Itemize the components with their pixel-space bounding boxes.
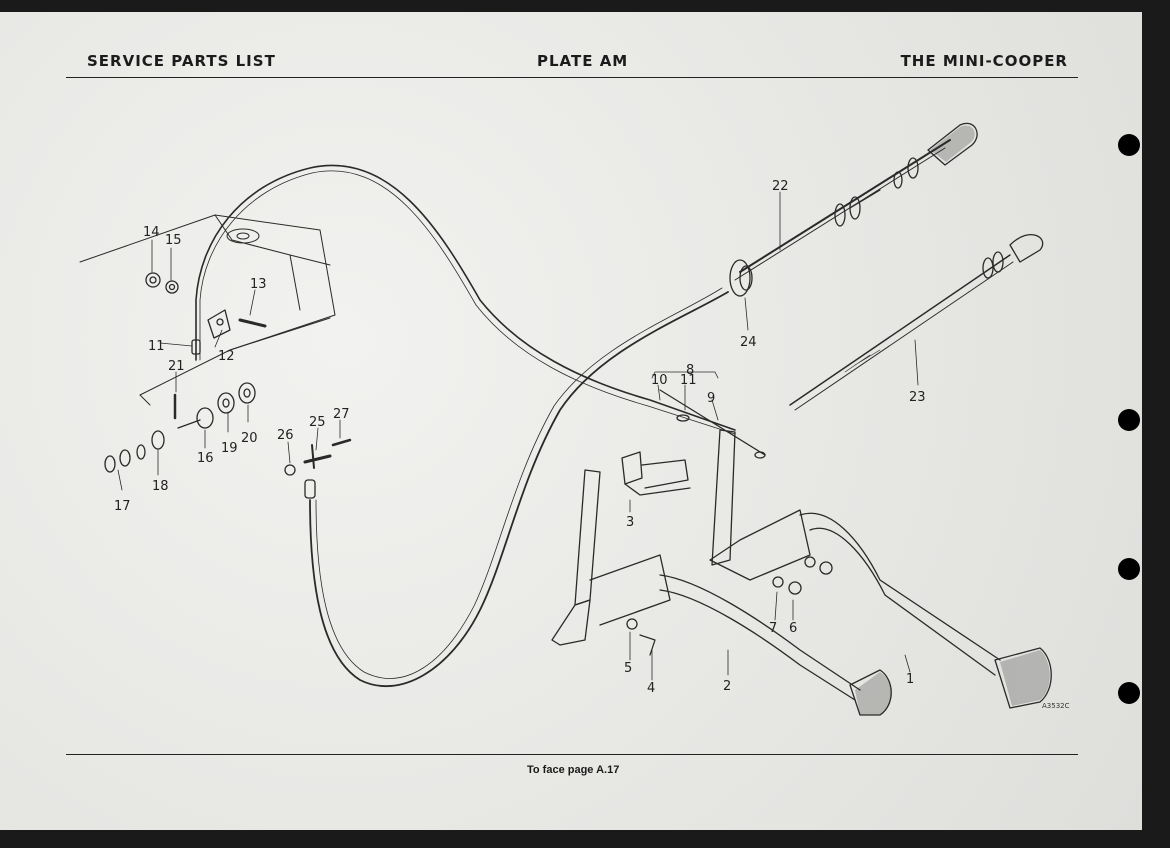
callout: 11	[680, 373, 697, 388]
callout: 20	[241, 431, 258, 446]
footer-text: To face page A.17	[527, 764, 620, 776]
document-page: SERVICE PARTS LIST PLATE AM THE MINI-COO…	[0, 12, 1142, 830]
throttle-cable	[195, 164, 736, 431]
callout: 5	[624, 661, 632, 676]
callout: 27	[333, 407, 350, 422]
figure-code: A3532C	[1042, 702, 1070, 710]
heater-control-cable	[789, 234, 1044, 411]
rocker-cover-outline	[79, 214, 336, 406]
choke-cable-assembly	[729, 122, 978, 297]
pedal-bracket	[621, 451, 691, 496]
callout: 8	[686, 363, 694, 378]
clutch-pedal	[551, 469, 892, 716]
callout: 18	[152, 479, 169, 494]
callout: 2	[723, 679, 731, 694]
small-fittings-center	[284, 438, 352, 499]
callout: 14	[143, 225, 160, 240]
header-plate-title: PLATE AM	[537, 52, 629, 70]
callout: 9	[707, 391, 715, 406]
callout: 17	[114, 499, 131, 514]
header-rule	[66, 77, 1078, 78]
callout: 15	[165, 233, 182, 248]
header-model-title: THE MINI-COOPER	[900, 52, 1068, 70]
fasteners-right	[626, 556, 833, 656]
callout: 3	[626, 515, 634, 530]
callout: 25	[309, 415, 326, 430]
callout: 4	[647, 681, 655, 696]
callout: 24	[740, 335, 757, 350]
part-callouts: 1 2 3 4 5 6 7 8 9 10 11 11 12 13 14 15 1…	[114, 179, 926, 696]
callout: 1	[906, 672, 914, 687]
callout: 23	[909, 390, 926, 405]
header-left-title: SERVICE PARTS LIST	[87, 52, 276, 70]
callout: 19	[221, 441, 238, 456]
callout: 26	[277, 428, 294, 443]
callout: 11	[148, 339, 165, 354]
callout: 6	[789, 621, 797, 636]
callout: 7	[769, 621, 777, 636]
binder-hole	[1118, 682, 1140, 704]
callout: 13	[250, 277, 267, 292]
binder-hole	[1118, 558, 1140, 580]
callout: 10	[651, 373, 668, 388]
binder-hole	[1118, 134, 1140, 156]
small-fittings-left	[104, 272, 267, 473]
callout: 12	[218, 349, 235, 364]
callout: 22	[772, 179, 789, 194]
footer-rule	[66, 754, 1078, 755]
accelerator-cable-outer	[309, 291, 729, 688]
brake-pedal	[709, 429, 1052, 709]
callout: 21	[168, 359, 185, 374]
binder-hole	[1118, 409, 1140, 431]
callout: 16	[197, 451, 214, 466]
